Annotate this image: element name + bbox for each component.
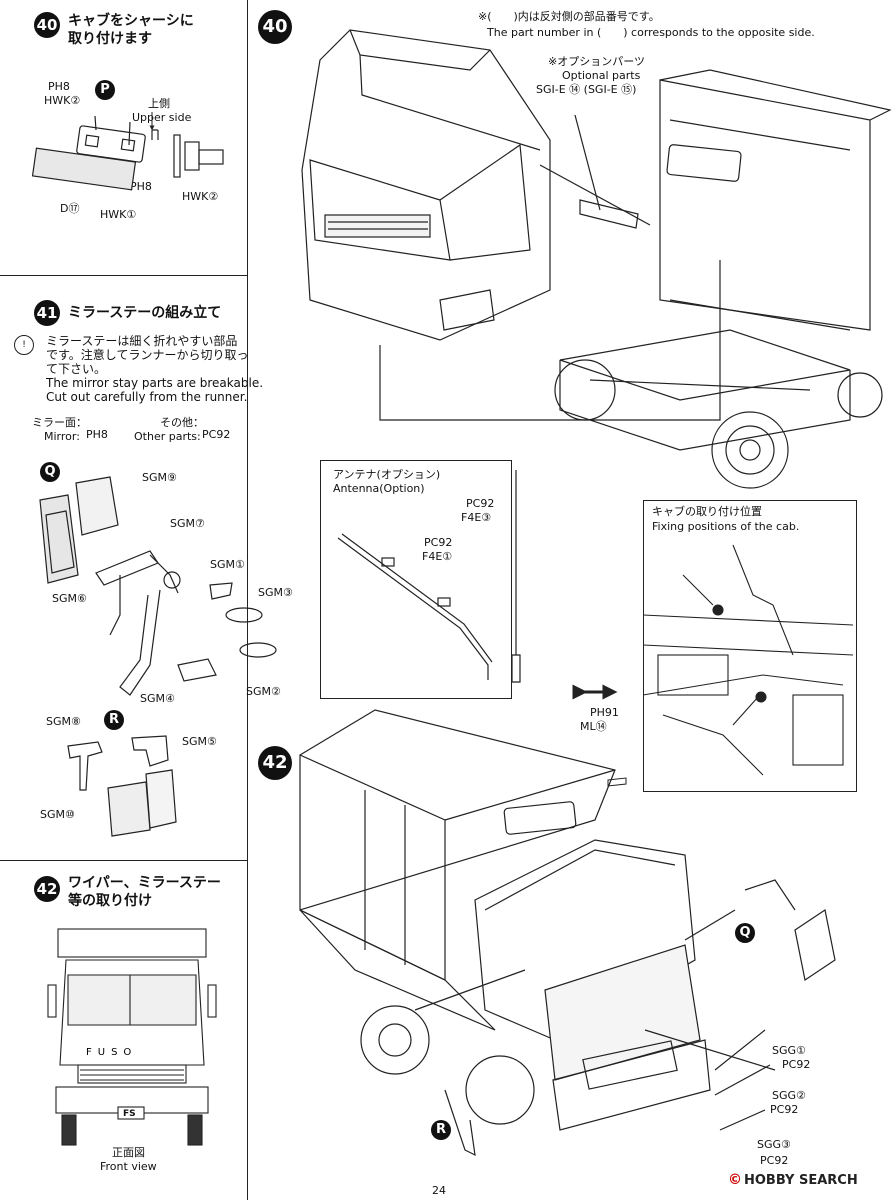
sgg3-code: SGG③ <box>757 1138 791 1151</box>
badge-r: R <box>104 710 124 730</box>
license-plate: FS <box>123 1109 136 1119</box>
step-41-title: ミラーステーの組み立て <box>68 305 222 321</box>
part-sgm7-label: SGM⑦ <box>170 517 205 530</box>
antenna-pc92-a: PC92 <box>466 497 495 510</box>
part-sgm8-label: SGM⑧ <box>46 715 81 728</box>
badge-r-main: R <box>431 1120 451 1140</box>
cab-chassis-diagram <box>301 29 891 489</box>
mirror-stay-diagram <box>39 476 277 696</box>
part-sgm1-label: SGM① <box>210 558 245 571</box>
optional-parts-en: Optional parts <box>562 69 641 82</box>
badge-p: P <box>95 80 115 100</box>
antenna-box <box>320 460 512 699</box>
watermark-copyright: © <box>728 1172 742 1188</box>
ml-part-code: PH91 <box>590 706 619 719</box>
step-number-42: 42 <box>34 876 60 902</box>
other-parts-code: PC92 <box>202 428 231 441</box>
cab-position-box <box>643 500 857 792</box>
step-number-42-main: 42 <box>258 746 292 780</box>
note-en-line1: The mirror stay parts are breakable. <box>46 376 264 390</box>
optional-parts-jp: ※オプションパーツ <box>548 55 645 68</box>
mirror-face-jp: ミラー面： <box>32 416 87 429</box>
front-view-jp: 正面図 <box>112 1146 145 1159</box>
watermark-logo: HOBBY SEARCH <box>744 1173 858 1188</box>
section-divider <box>0 860 247 861</box>
step-number-40: 40 <box>34 12 60 38</box>
antenna-f4e3: F4E③ <box>461 511 492 524</box>
ml-part-diagram <box>572 684 627 787</box>
part-hwk2-label: HWK② <box>44 94 81 107</box>
sgg1-part: PC92 <box>782 1058 811 1071</box>
sgg3-part: PC92 <box>760 1154 789 1167</box>
svg-text:FUSO: FUSO <box>86 1047 137 1058</box>
other-parts-en: Other parts: <box>134 430 201 443</box>
part-hwk2-side-label: HWK② <box>182 190 219 203</box>
antenna-pc92-b: PC92 <box>424 536 453 549</box>
other-parts-jp: その他： <box>160 416 204 429</box>
note-jp-line3: て下さい。 <box>46 362 107 376</box>
part-ph8-bottom-label: PH8 <box>130 180 152 193</box>
step-40-title-line1: キャブをシャーシに <box>68 13 194 29</box>
cab-position-jp: キャブの取り付け位置 <box>652 505 762 518</box>
step-number-41: 41 <box>34 300 60 326</box>
sgg2-code: SGG② <box>772 1089 806 1102</box>
part-sgm4-label: SGM④ <box>140 692 175 705</box>
part-sgm10-label: SGM⑩ <box>40 808 75 821</box>
column-divider <box>247 0 248 1200</box>
cab-position-en: Fixing positions of the cab. <box>652 520 800 533</box>
step-42-title-line2: 等の取り付け <box>68 893 152 909</box>
mirror-part-code: PH8 <box>86 428 108 441</box>
marker-lamp-diagram <box>31 112 224 191</box>
part-hwk1-label: HWK① <box>100 208 137 221</box>
section-divider <box>0 275 247 276</box>
antenna-f4e1: F4E① <box>422 550 453 563</box>
part-sgm2-label: SGM② <box>246 685 281 698</box>
opposite-side-note-en: The part number in ( ) corresponds to th… <box>487 26 815 39</box>
part-sgm3-label: SGM③ <box>258 586 293 599</box>
part-sgm9-label: SGM⑨ <box>142 471 177 484</box>
antenna-diagram <box>337 470 521 683</box>
ml-part-label: ML⑭ <box>580 720 607 733</box>
upper-side-jp: 上側 <box>148 97 170 110</box>
sgg2-part: PC92 <box>770 1103 799 1116</box>
sgg1-code: SGG① <box>772 1044 806 1057</box>
upper-side-en: Upper side <box>132 111 192 124</box>
badge-q-main: Q <box>735 923 755 943</box>
step-number-40-main: 40 <box>258 10 292 44</box>
antenna-jp: アンテナ(オプション) <box>333 468 441 481</box>
mirror-face-en: Mirror: <box>44 430 80 443</box>
front-view-en: Front view <box>100 1160 157 1173</box>
note-jp-line1: ミラーステーは細く折れやすい部品 <box>46 334 238 348</box>
cab-position-diagram <box>642 544 854 776</box>
page-number: 24 <box>432 1184 446 1197</box>
truck-front-view: FUSO <box>47 928 217 1146</box>
mirror-r-diagram <box>67 735 177 837</box>
caution-icon: ! <box>14 335 34 355</box>
part-ph8-label: PH8 <box>48 80 70 93</box>
optional-parts-code: SGI-E ⑭ (SGI-E ⑮) <box>536 83 637 96</box>
antenna-en: Antenna(Option) <box>333 482 425 495</box>
note-jp-line2: です。注意してランナーから切り取っ <box>46 348 249 362</box>
truck-assembly-diagram <box>299 709 836 1157</box>
part-sgm5-label: SGM⑤ <box>182 735 217 748</box>
badge-q: Q <box>40 462 60 482</box>
opposite-side-note-jp: ※( )内は反対側の部品番号です。 <box>478 10 660 23</box>
part-sgm6-label: SGM⑥ <box>52 592 87 605</box>
step-40-title-line2: 取り付けます <box>68 31 152 47</box>
part-d17-label: D⑰ <box>60 202 80 215</box>
note-en-line2: Cut out carefully from the runner. <box>46 390 248 404</box>
step-42-title-line1: ワイパー、ミラーステー <box>68 875 221 891</box>
